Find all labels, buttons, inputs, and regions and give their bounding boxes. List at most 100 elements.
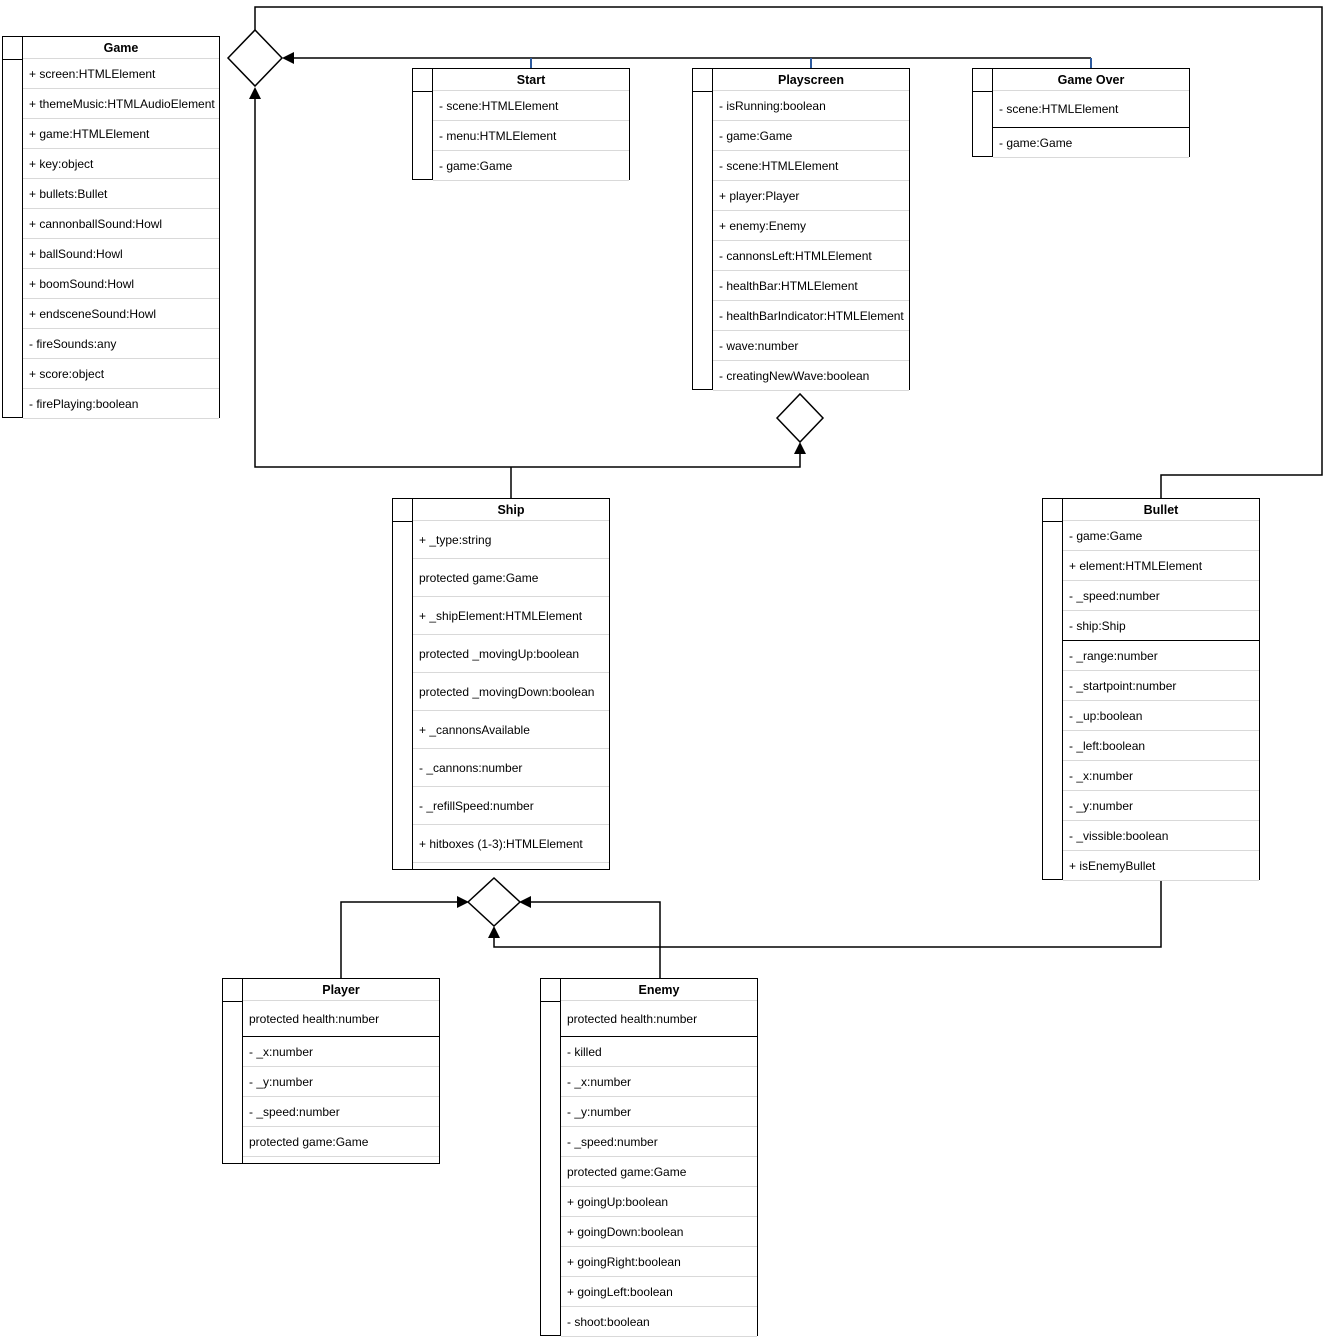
class-title-player[interactable]: Player xyxy=(243,979,439,1001)
class-field-row[interactable]: + element:HTMLElement xyxy=(1063,551,1259,581)
aggregation-diamond-playscreen[interactable] xyxy=(775,392,825,444)
class-field-row[interactable]: + player:Player xyxy=(713,181,909,211)
class-field-row[interactable]: - isRunning:boolean xyxy=(713,91,909,121)
class-field-row[interactable]: protected game:Game xyxy=(243,1127,439,1157)
class-field-row[interactable]: + goingLeft:boolean xyxy=(561,1277,757,1307)
class-compartments: Playscreen- isRunning:boolean- game:Game… xyxy=(712,69,909,391)
class-field-row[interactable]: + goingDown:boolean xyxy=(561,1217,757,1247)
class-title-playscreen[interactable]: Playscreen xyxy=(713,69,909,91)
class-field-row[interactable]: protected _movingUp:boolean xyxy=(413,635,609,673)
class-field-row[interactable]: - game:Game xyxy=(993,128,1189,158)
class-field-row[interactable]: + ballSound:Howl xyxy=(23,239,219,269)
class-field-row[interactable]: + boomSound:Howl xyxy=(23,269,219,299)
class-field-row[interactable]: - _x:number xyxy=(1063,761,1259,791)
aggregation-diamond-game[interactable] xyxy=(226,28,284,88)
class-field-row[interactable]: + _type:string xyxy=(413,521,609,559)
class-field-row[interactable]: + _cannonsAvailable xyxy=(413,711,609,749)
class-field-row[interactable]: - menu:HTMLElement xyxy=(433,121,629,151)
class-field-row[interactable]: - healthBarIndicator:HTMLElement xyxy=(713,301,909,331)
class-field-row[interactable]: - _speed:number xyxy=(243,1097,439,1127)
class-field-row[interactable]: - scene:HTMLElement xyxy=(993,91,1189,128)
title-gutter-divider xyxy=(973,91,992,92)
class-title-start[interactable]: Start xyxy=(433,69,629,91)
edge-enemy-ship xyxy=(531,901,661,978)
uml-class-playscreen[interactable]: Playscreen- isRunning:boolean- game:Game… xyxy=(692,68,910,391)
aggregation-diamond-ship[interactable] xyxy=(466,876,522,928)
class-field-row[interactable]: - _up:boolean xyxy=(1063,701,1259,731)
class-field-row[interactable]: - creatingNewWave:boolean xyxy=(713,361,909,391)
edge-game-bullet xyxy=(254,6,1323,498)
class-field-row[interactable]: + bullets:Bullet xyxy=(23,179,219,209)
class-field-row[interactable]: - _y:number xyxy=(243,1067,439,1097)
title-gutter-divider xyxy=(541,1001,560,1002)
class-field-row[interactable]: + screen:HTMLElement xyxy=(23,59,219,89)
uml-class-game[interactable]: Game+ screen:HTMLElement+ themeMusic:HTM… xyxy=(2,36,220,419)
class-field-row[interactable]: - _left:boolean xyxy=(1063,731,1259,761)
arrowhead-player-into-ship-diamond xyxy=(457,896,469,908)
edge-ship-game-playscreen xyxy=(254,98,801,468)
class-compartments: Start- scene:HTMLElement- menu:HTMLEleme… xyxy=(432,69,629,181)
class-field-row[interactable]: protected game:Game xyxy=(413,559,609,597)
class-field-row[interactable]: - wave:number xyxy=(713,331,909,361)
class-compartments: Game+ screen:HTMLElement+ themeMusic:HTM… xyxy=(22,37,219,419)
class-field-row[interactable]: - _range:number xyxy=(1063,641,1259,671)
class-field-row[interactable]: + score:object xyxy=(23,359,219,389)
class-field-row[interactable]: + isEnemyBullet xyxy=(1063,851,1259,881)
class-field-row[interactable]: - _x:number xyxy=(243,1037,439,1067)
class-field-row[interactable]: - ship:Ship xyxy=(1063,611,1259,641)
class-field-row[interactable]: - _refillSpeed:number xyxy=(413,787,609,825)
class-field-row[interactable]: - _speed:number xyxy=(561,1127,757,1157)
class-field-row[interactable]: protected _movingDown:boolean xyxy=(413,673,609,711)
title-gutter-divider xyxy=(1043,521,1062,522)
class-title-game[interactable]: Game xyxy=(23,37,219,59)
class-field-row[interactable]: - _x:number xyxy=(561,1067,757,1097)
class-field-row[interactable]: - game:Game xyxy=(433,151,629,181)
class-field-row[interactable]: + key:object xyxy=(23,149,219,179)
class-field-row[interactable]: - shoot:boolean xyxy=(561,1307,757,1337)
class-field-row[interactable]: + themeMusic:HTMLAudioElement xyxy=(23,89,219,119)
class-field-row[interactable]: + goingUp:boolean xyxy=(561,1187,757,1217)
class-field-row[interactable]: - scene:HTMLElement xyxy=(713,151,909,181)
class-title-enemy[interactable]: Enemy xyxy=(561,979,757,1001)
class-field-row[interactable]: + cannonballSound:Howl xyxy=(23,209,219,239)
class-field-row[interactable]: + _shipElement:HTMLElement xyxy=(413,597,609,635)
class-field-row[interactable]: - fireSounds:any xyxy=(23,329,219,359)
class-field-row[interactable]: protected health:number xyxy=(561,1001,757,1037)
uml-class-gameover[interactable]: Game Over- scene:HTMLElement- game:Game xyxy=(972,68,1190,158)
arrowhead-into-game-diamond xyxy=(282,52,294,64)
class-field-row[interactable]: - game:Game xyxy=(1063,521,1259,551)
class-field-row[interactable]: - game:Game xyxy=(713,121,909,151)
class-field-row[interactable]: + endsceneSound:Howl xyxy=(23,299,219,329)
class-field-row[interactable]: - cannonsLeft:HTMLElement xyxy=(713,241,909,271)
uml-class-start[interactable]: Start- scene:HTMLElement- menu:HTMLEleme… xyxy=(412,68,630,181)
title-gutter-divider xyxy=(413,91,432,92)
class-field-row[interactable]: - _y:number xyxy=(561,1097,757,1127)
class-title-gameover[interactable]: Game Over xyxy=(993,69,1189,91)
class-field-row[interactable]: - _vissible:boolean xyxy=(1063,821,1259,851)
class-field-row[interactable]: + hitboxes (1-3):HTMLElement xyxy=(413,825,609,863)
class-field-row[interactable]: + enemy:Enemy xyxy=(713,211,909,241)
class-title-ship[interactable]: Ship xyxy=(413,499,609,521)
class-compartments: Game Over- scene:HTMLElement- game:Game xyxy=(992,69,1189,158)
class-field-row[interactable]: + game:HTMLElement xyxy=(23,119,219,149)
class-field-row[interactable]: protected game:Game xyxy=(561,1157,757,1187)
class-field-row[interactable]: - scene:HTMLElement xyxy=(433,91,629,121)
class-field-row[interactable]: - _cannons:number xyxy=(413,749,609,787)
class-compartments: Bullet- game:Game+ element:HTMLElement- … xyxy=(1062,499,1259,881)
class-field-row[interactable]: - healthBar:HTMLElement xyxy=(713,271,909,301)
class-title-bullet[interactable]: Bullet xyxy=(1063,499,1259,521)
class-field-row[interactable]: - _speed:number xyxy=(1063,581,1259,611)
class-field-row[interactable]: - _startpoint:number xyxy=(1063,671,1259,701)
class-field-row[interactable]: - killed xyxy=(561,1037,757,1067)
uml-class-bullet[interactable]: Bullet- game:Game+ element:HTMLElement- … xyxy=(1042,498,1260,881)
class-field-row[interactable]: protected health:number xyxy=(243,1001,439,1037)
class-field-row[interactable]: - firePlaying:boolean xyxy=(23,389,219,419)
class-field-row[interactable]: - _y:number xyxy=(1063,791,1259,821)
class-field-row[interactable]: + goingRight:boolean xyxy=(561,1247,757,1277)
